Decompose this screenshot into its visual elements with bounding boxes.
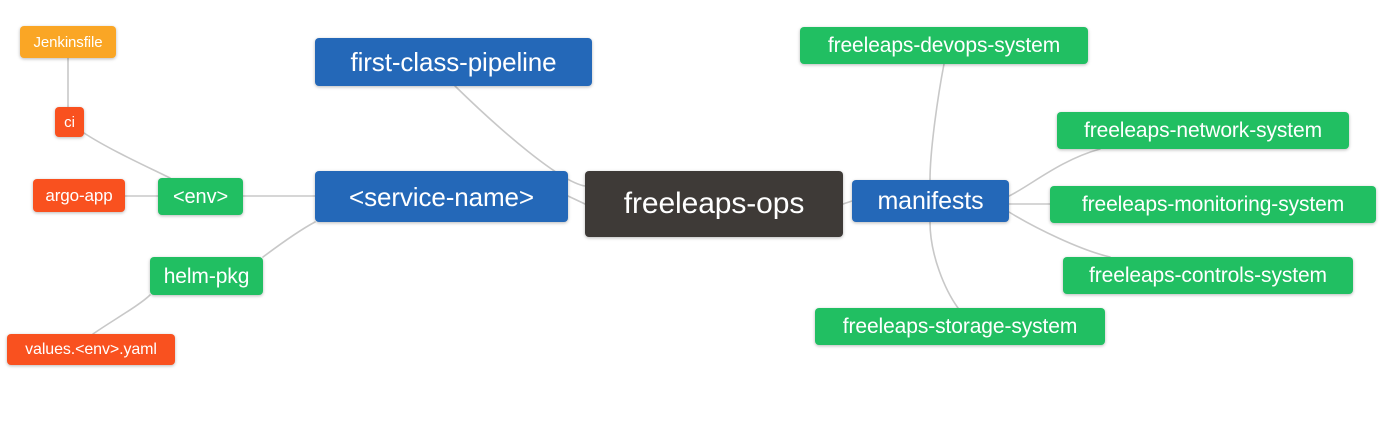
edge-manifests-to-storage-system [929,221,959,309]
edge-helm-pkg-to-values-yaml [92,294,151,335]
edge-service-name-to-helm-pkg [262,221,316,258]
edge-env-to-ci [83,132,171,179]
node-label-jenkinsfile: Jenkinsfile [33,33,103,51]
node-label-devops-system: freeleaps-devops-system [827,34,1061,57]
node-storage-system[interactable]: freeleaps-storage-system [815,308,1105,345]
node-label-helm-pkg: helm-pkg [163,264,250,288]
edge-manifests-to-devops-system [929,63,945,181]
edge-root-to-manifests [842,200,853,205]
node-monitoring-system[interactable]: freeleaps-monitoring-system [1050,186,1376,223]
node-controls-system[interactable]: freeleaps-controls-system [1063,257,1353,294]
node-service-name[interactable]: <service-name> [315,171,568,222]
node-label-root: freeleaps-ops [623,187,805,220]
node-label-first-class-pipeline: first-class-pipeline [350,47,557,77]
node-first-class-pipeline[interactable]: first-class-pipeline [315,38,592,86]
node-label-controls-system: freeleaps-controls-system [1089,264,1327,287]
node-label-monitoring-system: freeleaps-monitoring-system [1081,193,1345,216]
node-label-argo-app: argo-app [45,186,113,205]
edge-root-to-service-name [567,195,586,205]
node-label-manifests: manifests [877,186,984,215]
node-label-storage-system: freeleaps-storage-system [842,315,1078,338]
node-ci[interactable]: ci [55,107,84,137]
node-env[interactable]: <env> [158,178,243,215]
node-label-service-name: <service-name> [348,181,535,212]
node-values-yaml[interactable]: values.<env>.yaml [7,334,175,365]
node-label-network-system: freeleaps-network-system [1083,119,1322,142]
node-jenkinsfile[interactable]: Jenkinsfile [20,26,116,58]
node-root[interactable]: freeleaps-ops [585,171,843,237]
node-devops-system[interactable]: freeleaps-devops-system [800,27,1088,64]
node-manifests[interactable]: manifests [852,180,1009,222]
node-label-ci: ci [64,113,75,131]
node-label-values-yaml: values.<env>.yaml [25,340,157,358]
node-network-system[interactable]: freeleaps-network-system [1057,112,1349,149]
node-helm-pkg[interactable]: helm-pkg [150,257,263,295]
node-label-env: <env> [172,185,229,208]
node-argo-app[interactable]: argo-app [33,179,125,212]
